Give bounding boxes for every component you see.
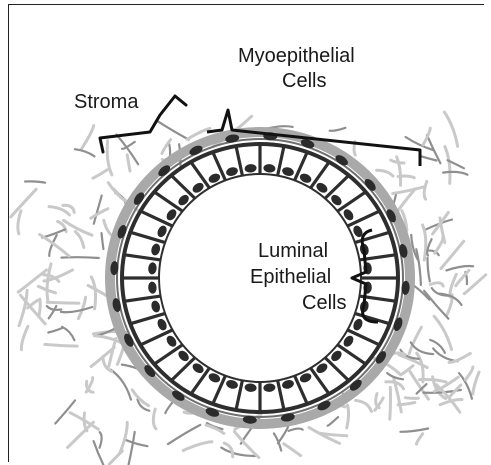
stroma-fiber	[18, 211, 21, 234]
stroma-fiber	[102, 233, 104, 249]
stroma-fiber	[39, 299, 40, 316]
stroma-fiber	[428, 258, 430, 281]
stroma-fiber	[466, 367, 474, 380]
stroma-fiber	[153, 409, 156, 429]
myoepithelial-label-line1: Myoepithelial	[238, 45, 355, 67]
stroma-fiber	[390, 387, 391, 419]
stroma-fiber	[416, 249, 421, 285]
stroma-fiber	[125, 440, 148, 447]
stroma-fiber	[400, 429, 428, 432]
stroma-fiber	[433, 348, 457, 361]
stroma-fiber	[132, 390, 148, 406]
stroma-fiber	[47, 306, 62, 310]
stroma-fiber	[100, 432, 102, 448]
stroma-fiber	[168, 425, 200, 444]
stroma-fiber	[435, 237, 443, 253]
stroma-fiber	[417, 434, 423, 444]
stroma-fiber	[47, 302, 79, 303]
stroma-fiber	[129, 432, 135, 465]
stroma-fiber	[68, 422, 94, 447]
stroma-fiber	[433, 212, 449, 234]
stroma-fiber	[473, 372, 479, 394]
stroma-fiber	[330, 128, 346, 131]
stroma-fiber	[25, 181, 45, 182]
stroma-fiber	[93, 170, 107, 178]
stroma-fiber	[75, 149, 95, 156]
stroma-fiber	[441, 241, 464, 268]
luminal-label-line2: Epithelial	[250, 266, 331, 288]
stroma-fiber	[45, 344, 77, 346]
stroma-fiber	[48, 328, 62, 333]
stroma-fiber	[421, 156, 437, 160]
stroma-fiber	[423, 225, 426, 260]
stroma-fiber	[42, 230, 65, 238]
stroma-fiber	[91, 209, 108, 219]
luminal-label-line1: Luminal	[258, 240, 328, 262]
stroma-fiber	[406, 398, 419, 399]
stroma-fiber	[328, 417, 339, 426]
stroma-fiber	[120, 422, 127, 453]
stroma-fiber	[127, 155, 130, 171]
stroma-fiber	[289, 429, 303, 431]
stroma-label: Stroma	[74, 91, 139, 113]
stroma-fiber	[356, 401, 372, 412]
stroma-fiber	[55, 400, 75, 423]
stroma-fiber	[49, 207, 70, 215]
stroma-fiber	[377, 170, 393, 176]
stroma-fiber	[443, 172, 467, 175]
stroma-fiber	[11, 189, 36, 217]
stroma-fiber	[78, 297, 85, 318]
stroma-fiber	[156, 120, 188, 139]
stroma-fiber	[424, 181, 427, 199]
stroma-fiber	[445, 147, 450, 184]
stroma-fiber	[61, 257, 98, 258]
stroma-fiber	[61, 307, 92, 312]
stroma-fiber	[430, 283, 443, 286]
stroma-fiber	[444, 112, 457, 146]
myoepithelial-label-line2: Cells	[282, 70, 326, 92]
stroma-fiber	[347, 405, 349, 428]
stroma-fiber	[111, 370, 131, 400]
luminal-label-line3: Cells	[302, 292, 346, 314]
stroma-fiber	[21, 326, 28, 349]
stroma-fiber	[62, 327, 74, 340]
stroma-fiber	[94, 196, 102, 224]
stroma-fiber	[75, 232, 83, 248]
stroma-fiber	[91, 277, 95, 309]
stroma-fiber	[430, 340, 445, 353]
stroma-fiber	[284, 444, 301, 456]
stroma-fiber	[108, 183, 127, 203]
stroma-fiber	[81, 126, 94, 150]
stroma-fiber	[109, 451, 122, 464]
stroma-fiber	[183, 442, 212, 451]
stroma-fiber	[393, 187, 424, 194]
stroma-fiber	[278, 427, 288, 444]
stroma-fiber	[449, 353, 470, 362]
stroma-fiber	[417, 353, 423, 382]
stroma-fiber	[440, 399, 462, 404]
stroma-fiber	[427, 239, 431, 255]
